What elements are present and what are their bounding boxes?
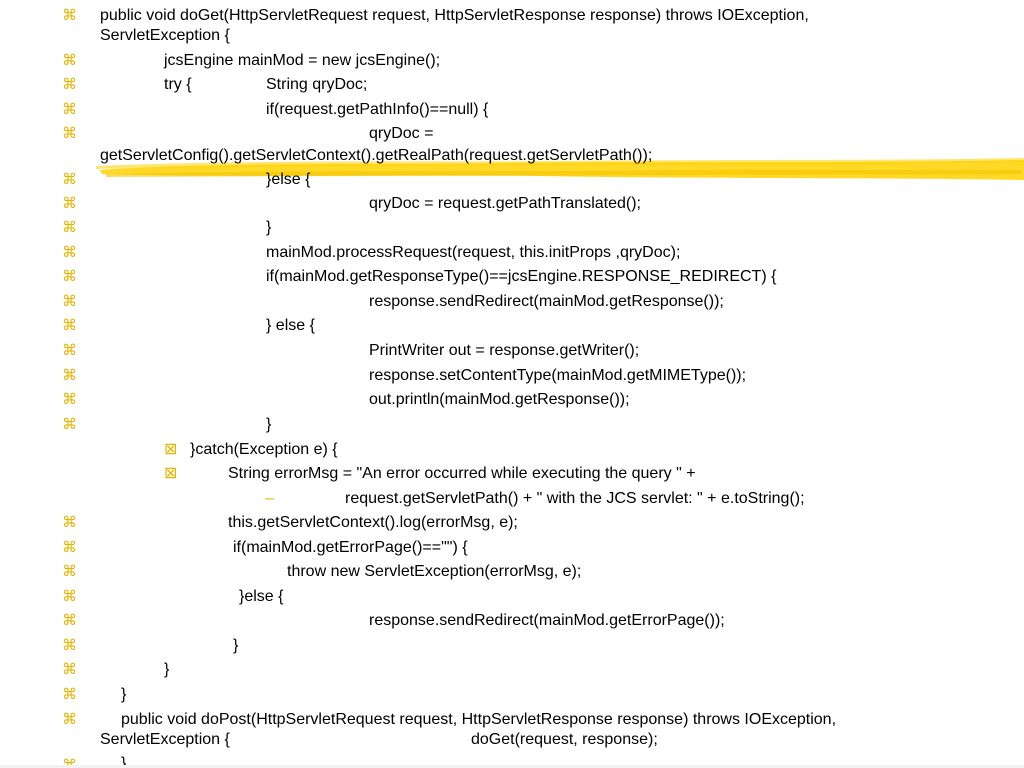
- bullet-icon: ⌘: [62, 612, 77, 629]
- bullet-icon: ⌘: [62, 367, 77, 384]
- code-line: mainMod.processRequest(request, this.ini…: [266, 244, 681, 261]
- code-line: if(mainMod.getErrorPage()=="") {: [233, 539, 468, 556]
- bullet-icon: ⌘: [62, 7, 77, 24]
- code-line: }: [121, 686, 127, 703]
- code-line: PrintWriter out = response.getWriter();: [369, 342, 640, 359]
- code-line: response.sendRedirect(mainMod.getErrorPa…: [369, 612, 725, 629]
- code-line: doGet(request, response);: [471, 731, 658, 748]
- bullet-icon: ⌘: [62, 317, 77, 334]
- bullet-icon: ⌘: [62, 195, 77, 212]
- bullet-icon: ⌘: [62, 539, 77, 556]
- code-line: qryDoc =: [369, 125, 434, 142]
- code-line: } else {: [266, 317, 315, 334]
- code-line: }: [266, 416, 272, 433]
- bullet-icon: ⌘: [62, 391, 77, 408]
- bullet-icon: ⌘: [62, 342, 77, 359]
- code-line: }else {: [266, 171, 311, 188]
- code-line: }: [121, 755, 127, 768]
- bullet-icon: ⌘: [62, 416, 77, 433]
- bullet-icon: ⌘: [62, 125, 77, 142]
- code-line: getServletConfig().getServletContext().g…: [100, 147, 653, 164]
- bullet-icon: ⌘: [62, 686, 77, 703]
- dash-bullet-icon: –: [265, 490, 274, 507]
- bullet-icon: ⌘: [62, 514, 77, 531]
- code-line: jcsEngine mainMod = new jcsEngine();: [164, 52, 441, 69]
- code-line: qryDoc = request.getPathTranslated();: [369, 195, 641, 212]
- bullet-icon: ⌘: [62, 661, 77, 678]
- boxed-x-bullet-icon: ⊠: [164, 465, 178, 482]
- code-line: if(request.getPathInfo()==null) {: [266, 101, 489, 118]
- code-line: }catch(Exception e) {: [190, 441, 338, 458]
- bullet-icon: ⌘: [62, 244, 77, 261]
- code-line: try {: [164, 76, 192, 93]
- bullet-icon: ⌘: [62, 52, 77, 69]
- code-line: throw new ServletException(errorMsg, e);: [287, 563, 582, 580]
- code-line: String errorMsg = "An error occurred whi…: [228, 465, 696, 482]
- code-line: this.getServletContext().log(errorMsg, e…: [228, 514, 518, 531]
- bullet-icon: ⌘: [62, 219, 77, 236]
- bullet-icon: ⌘: [62, 563, 77, 580]
- bullet-icon: ⌘: [62, 588, 77, 605]
- bullet-icon: ⌘: [62, 293, 77, 310]
- code-line: }: [233, 637, 239, 654]
- code-line: ServletException {: [100, 731, 230, 748]
- bullet-icon: ⌘: [62, 757, 77, 768]
- bullet-icon: ⌘: [62, 268, 77, 285]
- code-line: request.getServletPath() + " with the JC…: [345, 490, 805, 507]
- code-line: out.println(mainMod.getResponse());: [369, 391, 630, 408]
- code-line: response.sendRedirect(mainMod.getRespons…: [369, 293, 724, 310]
- bullet-icon: ⌘: [62, 637, 77, 654]
- code-line: }: [164, 661, 170, 678]
- code-line: }: [266, 219, 272, 236]
- code-line: if(mainMod.getResponseType()==jcsEngine.…: [266, 268, 777, 285]
- boxed-x-bullet-icon: ⊠: [164, 441, 178, 458]
- bullet-icon: ⌘: [62, 101, 77, 118]
- bullet-icon: ⌘: [62, 171, 77, 188]
- code-line: }else {: [239, 588, 284, 605]
- code-line: public void doGet(HttpServletRequest req…: [100, 7, 809, 24]
- code-line: ServletException {: [100, 27, 230, 44]
- slide-bottom-edge: [0, 765, 1024, 768]
- code-line: public void doPost(HttpServletRequest re…: [121, 711, 837, 728]
- bullet-icon: ⌘: [62, 711, 77, 728]
- code-line: response.setContentType(mainMod.getMIMET…: [369, 367, 747, 384]
- code-line: String qryDoc;: [266, 76, 368, 93]
- bullet-icon: ⌘: [62, 76, 77, 93]
